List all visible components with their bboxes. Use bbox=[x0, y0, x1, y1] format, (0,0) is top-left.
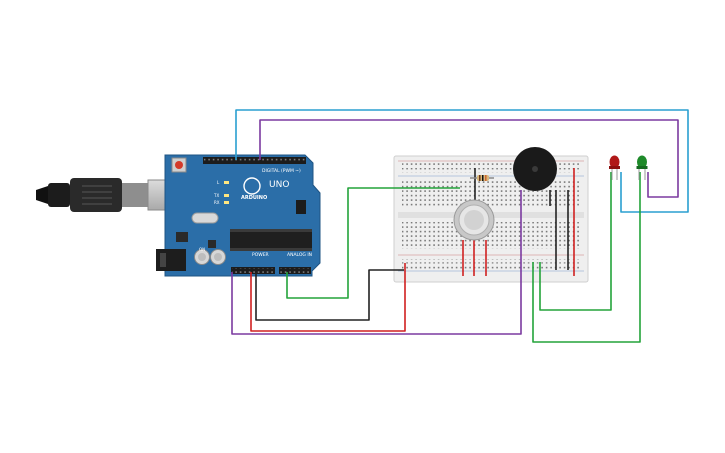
wire-purple-bottom[interactable] bbox=[231, 206, 522, 335]
wire-red-5v[interactable] bbox=[250, 263, 406, 332]
wire-green-analog[interactable] bbox=[286, 187, 460, 299]
rx-label: RX bbox=[214, 200, 220, 205]
microcontroller-chip bbox=[230, 229, 312, 251]
crystal-oscillator bbox=[191, 212, 219, 224]
reset-button[interactable] bbox=[171, 157, 187, 173]
tx-label: TX bbox=[214, 193, 220, 198]
l-label: L bbox=[217, 180, 220, 185]
wire-black-gnd[interactable] bbox=[255, 269, 404, 321]
piezo-buzzer-icon[interactable] bbox=[513, 147, 557, 206]
board-name-label: ARDUINO bbox=[241, 195, 268, 201]
power-header[interactable] bbox=[231, 267, 275, 274]
power-jack[interactable] bbox=[156, 249, 186, 271]
analog-label: ANALOG IN bbox=[287, 253, 313, 258]
wire-blue[interactable] bbox=[235, 109, 689, 213]
icsp-header bbox=[296, 200, 306, 214]
power-label: POWER bbox=[252, 253, 269, 258]
analog-header[interactable] bbox=[279, 267, 311, 274]
green-led-icon[interactable] bbox=[636, 155, 648, 181]
wire-green-led-green[interactable] bbox=[532, 172, 641, 343]
wire-purple-top[interactable] bbox=[259, 119, 679, 198]
regulator-chip bbox=[176, 232, 188, 242]
tx-led bbox=[224, 194, 229, 197]
gas-sensor-icon[interactable] bbox=[453, 199, 495, 241]
l-led bbox=[224, 181, 229, 184]
board-model-label: UNO bbox=[269, 180, 290, 190]
wire-green-led-red[interactable] bbox=[539, 172, 612, 311]
resistor-icon[interactable] bbox=[470, 175, 494, 181]
rx-led bbox=[224, 201, 229, 204]
arduino-logo-icon bbox=[243, 177, 261, 195]
usb-cable-icon[interactable] bbox=[36, 178, 183, 212]
digital-label: DIGITAL (PWM ~) bbox=[262, 169, 301, 174]
red-led-icon[interactable] bbox=[609, 155, 620, 181]
arduino-board[interactable] bbox=[156, 154, 321, 277]
capacitor-icon bbox=[194, 249, 226, 265]
digital-header[interactable] bbox=[203, 157, 306, 164]
small-chip bbox=[208, 240, 216, 248]
on-label: ON bbox=[199, 247, 206, 252]
